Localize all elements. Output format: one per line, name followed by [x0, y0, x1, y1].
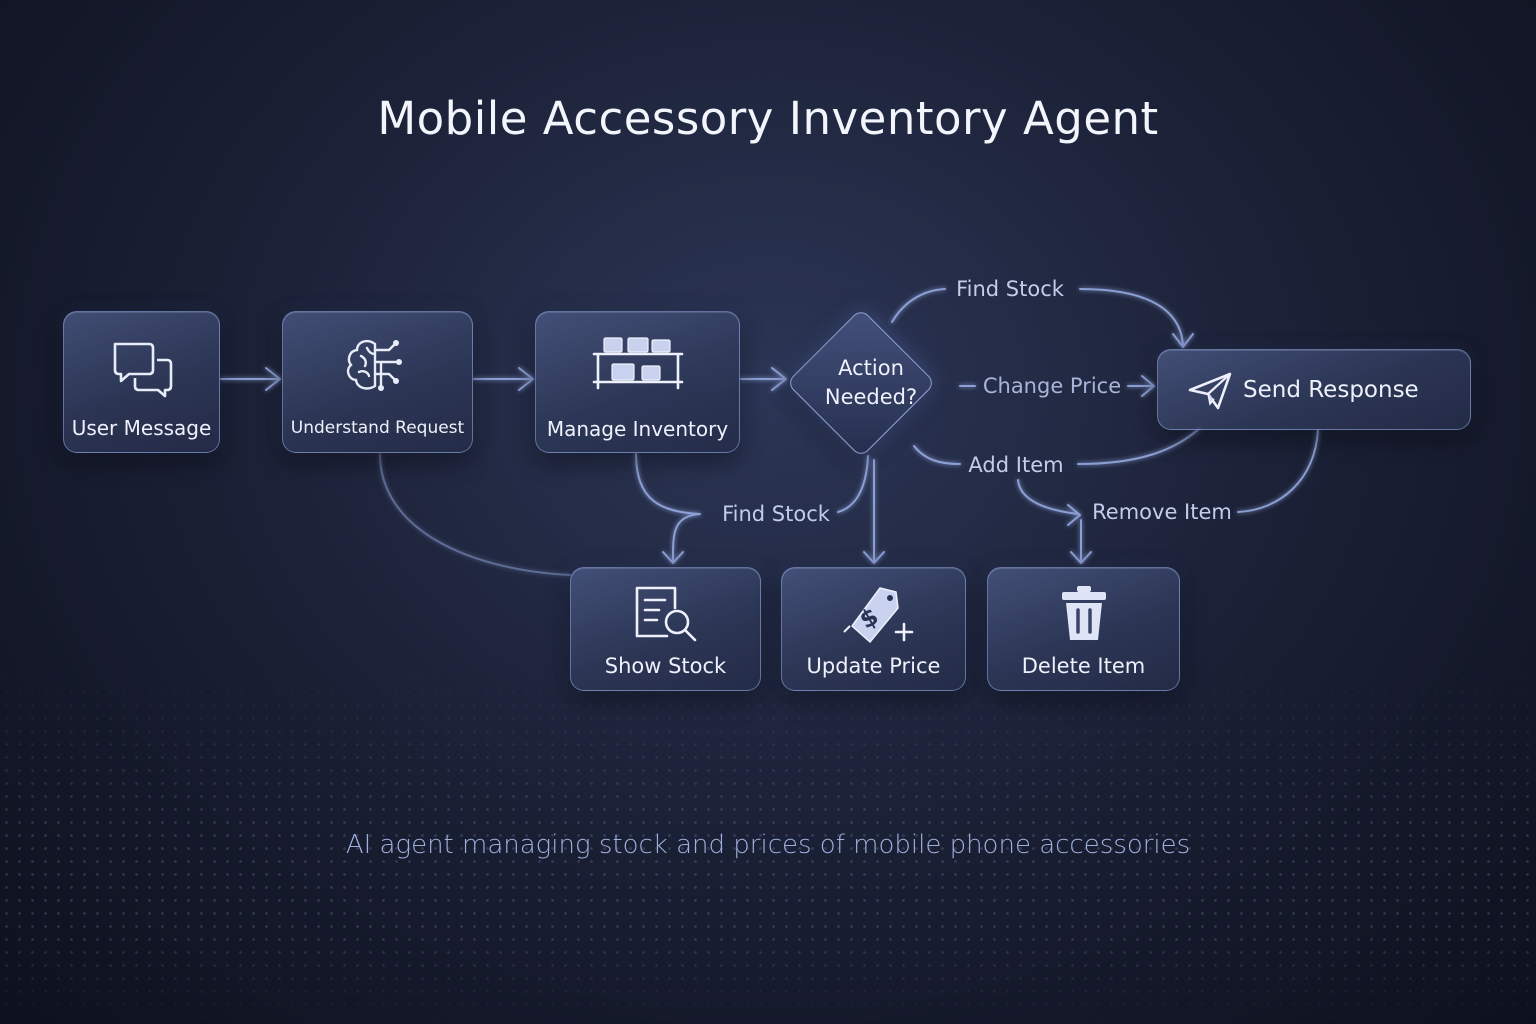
node-understand-request[interactable]: Understand Request — [282, 311, 473, 453]
node-label: Understand Request — [290, 418, 465, 438]
node-send-response[interactable]: Send Response — [1157, 349, 1471, 430]
edge-label-change-price: Change Price — [982, 374, 1122, 398]
edge-label-remove-item: Remove Item — [1092, 500, 1232, 524]
edge-find-stock-top — [891, 288, 1194, 348]
node-label: Update Price — [806, 654, 941, 678]
chat-bubbles-icon — [113, 342, 172, 398]
node-label: Show Stock — [604, 654, 727, 678]
node-user-message[interactable]: User Message — [63, 311, 220, 453]
document-search-icon — [635, 586, 696, 642]
node-delete-item[interactable]: Delete Item — [987, 567, 1180, 691]
node-label: Send Response — [1243, 377, 1419, 403]
paper-plane-icon — [1188, 372, 1232, 410]
edge-to-delete-item — [1017, 479, 1092, 564]
node-label: Manage Inventory — [546, 417, 729, 441]
edge-label-find-stock-top: Find Stock — [956, 277, 1064, 301]
shelf-boxes-icon — [592, 337, 683, 390]
trash-can-icon — [1061, 586, 1106, 640]
dot-pattern-background — [0, 660, 1536, 1024]
arrow-user-to-understand — [220, 367, 281, 391]
edge-send-back-remove — [1237, 429, 1319, 513]
node-manage-inventory[interactable]: Manage Inventory — [535, 311, 740, 453]
edge-decision-to-update — [863, 459, 885, 564]
edge-change-price — [959, 375, 1155, 397]
edge-label-find-stock-bottom: Find Stock — [722, 502, 830, 526]
price-tag-plus-icon: $ — [842, 587, 913, 643]
decision-label: Action Needed? — [824, 356, 918, 409]
edge-label-add-item: Add Item — [968, 453, 1064, 477]
node-label: Delete Item — [1021, 654, 1146, 678]
arrow-manage-to-decision — [740, 367, 787, 391]
node-label: User Message — [71, 416, 212, 440]
node-show-stock[interactable]: Show Stock — [570, 567, 761, 691]
edge-understand-loop — [379, 453, 571, 576]
edge-manage-to-show-stock — [635, 453, 701, 564]
edge-add-item — [913, 427, 1201, 465]
node-update-price[interactable]: $ Update Price — [781, 567, 966, 691]
page-subtitle: AI agent managing stock and prices of mo… — [345, 830, 1191, 860]
page-title: Mobile Accessory Inventory Agent — [377, 92, 1159, 145]
edge-decision-find-stock — [837, 455, 869, 513]
brain-circuit-icon — [346, 339, 402, 391]
arrow-understand-to-manage — [473, 367, 534, 391]
